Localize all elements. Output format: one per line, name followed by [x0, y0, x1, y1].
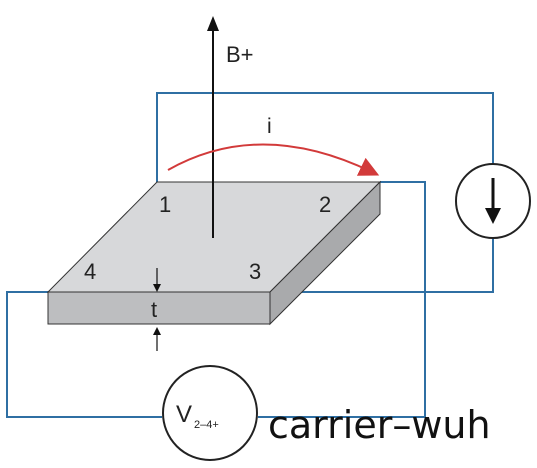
voltmeter-label: V [176, 401, 192, 428]
thickness-label: t [151, 297, 157, 322]
voltage-wire-left [6, 291, 162, 418]
watermark-text: carrier–wuh [268, 403, 491, 447]
current-wire-loop [156, 92, 494, 293]
field-label: B+ [226, 42, 254, 67]
voltmeter-icon [162, 365, 258, 461]
plate-front-face [47, 291, 271, 325]
thickness-arrowhead-down-icon [153, 284, 161, 292]
plate-side-face [269, 180, 381, 326]
magnetic-field-arrowhead-icon [207, 16, 219, 31]
current-direction-arrow [167, 143, 380, 176]
contact-label-4: 4 [84, 259, 96, 284]
current-source-arrowhead-icon [485, 208, 501, 224]
contact-label-2: 2 [319, 192, 331, 217]
voltmeter-subscript: 2–4+ [194, 419, 219, 431]
contact-label-1: 1 [159, 192, 171, 217]
voltage-wire-right [258, 181, 426, 418]
thickness-arrowhead-up-icon [153, 327, 161, 335]
current-label: i [267, 115, 272, 138]
contact-label-3: 3 [249, 259, 261, 284]
